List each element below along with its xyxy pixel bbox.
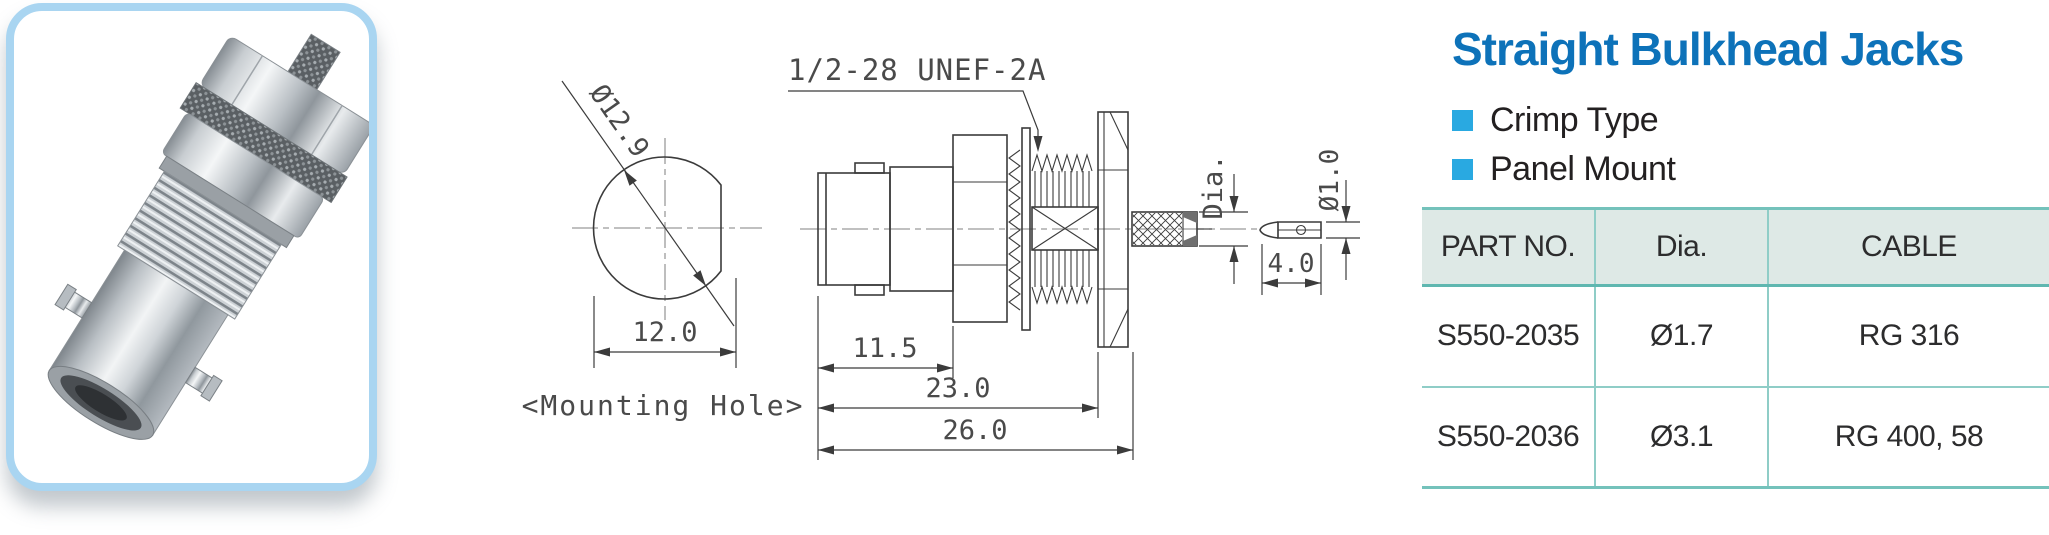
product-photo-frame xyxy=(6,3,377,491)
dim-body-label: 23.0 xyxy=(925,373,990,404)
header-dia: Dia. xyxy=(1594,208,1768,286)
cell-part-no: S550-2036 xyxy=(1436,419,1580,453)
mounting-hole-caption: <Mounting Hole> xyxy=(522,389,805,422)
parts-table: PART NO. Dia. CABLE S550-2035 Ø1.7 RG 31… xyxy=(1422,207,2049,489)
feature-label: Crimp Type xyxy=(1490,100,1659,139)
hole-width-label: 12.0 xyxy=(632,317,697,348)
cell-part-no: S550-2035 xyxy=(1436,319,1580,353)
cell-cable: RG 400, 58 xyxy=(1767,386,2049,488)
pin-diameter-label: Ø1.0 xyxy=(1315,149,1345,212)
table-row: S550-2035 Ø1.7 RG 316 xyxy=(1422,285,2049,387)
feature-item-crimp-type: Crimp Type xyxy=(1452,100,1675,140)
bnc-connector-photo xyxy=(47,33,369,440)
connector-body-group xyxy=(47,33,369,440)
technical-drawing: Ø12.9 12.0 <Mounting Hole> xyxy=(522,53,1360,460)
feature-item-panel-mount: Panel Mount xyxy=(1452,149,1676,189)
hole-diameter-label: Ø12.9 xyxy=(583,79,655,163)
page-title: Straight Bulkhead Jacks xyxy=(1452,23,1964,75)
bullet-square-icon xyxy=(1452,109,1473,131)
header-cable: CABLE xyxy=(1767,208,2049,286)
side-view: Dia. 1/2-28 UNEF-2A 11.5 23.0 26.0 xyxy=(788,53,1258,460)
cell-dia: Ø3.1 xyxy=(1594,386,1768,488)
header-part-no: PART NO. xyxy=(1440,230,1576,263)
mounting-hole-view: Ø12.9 12.0 <Mounting Hole> xyxy=(522,79,805,422)
thread-spec-label: 1/2-28 UNEF-2A xyxy=(788,53,1046,87)
dim-front-label: 11.5 xyxy=(852,333,917,364)
cell-cable: RG 316 xyxy=(1767,285,2049,387)
feature-label: Panel Mount xyxy=(1490,149,1676,188)
bullet-square-icon xyxy=(1452,158,1473,180)
dim-overall-label: 26.0 xyxy=(942,415,1007,446)
pin-detail: 4.0 Ø1.0 xyxy=(1259,149,1360,295)
feature-list: Crimp Type Panel Mount xyxy=(1452,100,1676,198)
pin-length-label: 4.0 xyxy=(1268,249,1315,279)
cell-dia: Ø1.7 xyxy=(1594,285,1768,387)
crimp-dia-label: Dia. xyxy=(1198,154,1229,219)
table-row: S550-2036 Ø3.1 RG 400, 58 xyxy=(1422,386,2049,488)
parts-table-header-row: PART NO. Dia. CABLE xyxy=(1422,208,2049,286)
